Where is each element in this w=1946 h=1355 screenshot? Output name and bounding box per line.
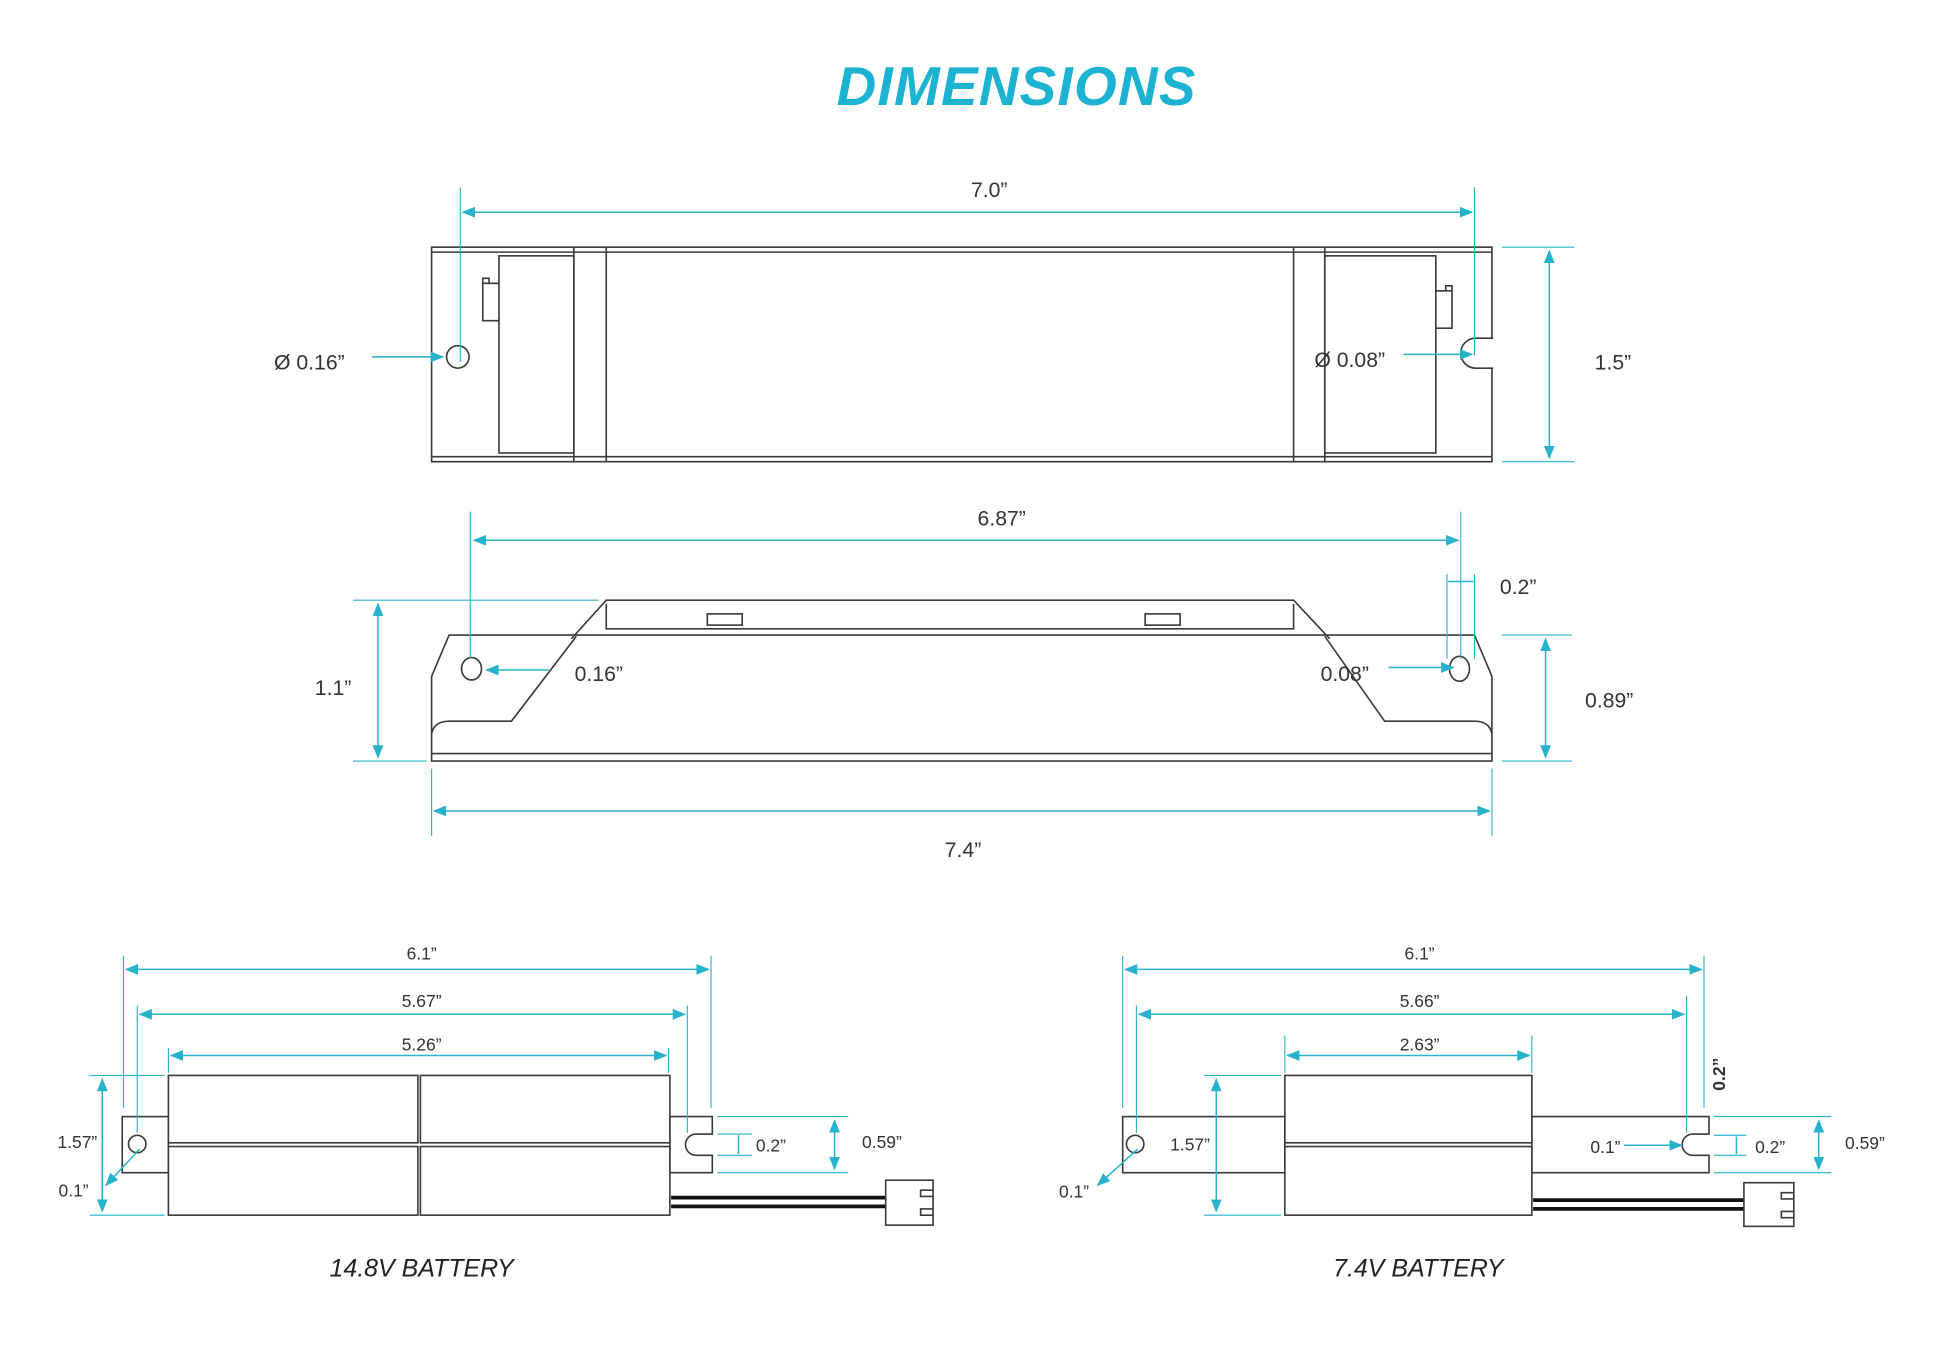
dim-label-side-height: 1.1” [315, 677, 352, 700]
dim-label-slot: 0.2” [756, 1136, 786, 1156]
battery-cell [167, 1074, 419, 1144]
dim-label-cells: 2.63” [1400, 1034, 1440, 1054]
page-title: DIMENSIONS [837, 55, 1197, 117]
dim-label-hole-spacing: 5.67” [402, 991, 442, 1011]
dim-label-hole-left: Ø 0.16” [274, 351, 345, 374]
battery-cell [419, 1074, 671, 1144]
side-hole-left [460, 656, 483, 681]
dim-label-height: 1.5” [1595, 351, 1632, 374]
dim-label-slot: 0.2” [1500, 576, 1537, 599]
battery-cell [1284, 1145, 1533, 1216]
side-view-outline [430, 634, 1493, 762]
dim-label-tab: 0.59” [862, 1132, 902, 1152]
dim-label-hole-right: Ø 0.08” [1314, 349, 1385, 372]
connector [1743, 1181, 1795, 1228]
dim-label-cells: 5.26” [402, 1034, 442, 1054]
dim-label-side-length: 7.4” [945, 839, 982, 862]
battery-7-4v: 6.1” 5.66” 2.63” 1.57” 0.1” 0.2” 0.1” 0.… [1059, 943, 1885, 1282]
dim-label-side-hole-right: 0.08” [1321, 663, 1369, 686]
mounting-slot-right [1460, 337, 1494, 369]
dim-label-overall: 6.1” [1405, 943, 1435, 963]
dim-label-height: 1.57” [57, 1132, 97, 1152]
dim-label-hole-spacing: 5.66” [1400, 991, 1440, 1011]
side-view: 6.87” 0.2” 1.1” 0.16” 0.08” 0.89” 7.4” [315, 507, 1634, 862]
dim-label-hole-spacing: 6.87” [978, 507, 1026, 530]
dim-label-length: 7.0” [971, 179, 1008, 202]
side-hole-right [1448, 655, 1471, 683]
dim-label-hole: 0.1” [1059, 1182, 1089, 1202]
dim-label-slot-vertical: 0.2” [1709, 1058, 1729, 1091]
connector [884, 1179, 934, 1226]
dim-label-overall: 6.1” [407, 943, 437, 963]
battery-caption: 7.4V BATTERY [1333, 1254, 1506, 1282]
dim-label-slot-gap: 0.1” [1590, 1137, 1620, 1157]
battery-cell [1284, 1074, 1533, 1144]
dim-label-body-height: 0.89” [1585, 689, 1633, 712]
dim-label-side-hole-left: 0.16” [575, 663, 623, 686]
dim-label-height: 1.57” [1170, 1134, 1210, 1154]
dim-label-slot: 0.2” [1755, 1137, 1785, 1157]
battery-14-8v: 6.1” 5.67” 5.26” 1.57” 0.1” 0.2” 0.59” 1… [57, 943, 934, 1282]
mounting-hole-left [445, 344, 470, 369]
dim-label-tab: 0.59” [1845, 1133, 1885, 1153]
battery-caption: 14.8V BATTERY [329, 1254, 516, 1282]
battery-cell [419, 1145, 671, 1216]
dim-label-hole: 0.1” [59, 1180, 89, 1200]
top-view: 7.0” Ø 0.16” Ø 0.08” 1.5” [274, 179, 1632, 463]
left-terminal-block [498, 255, 575, 454]
battery-cell [167, 1145, 419, 1216]
